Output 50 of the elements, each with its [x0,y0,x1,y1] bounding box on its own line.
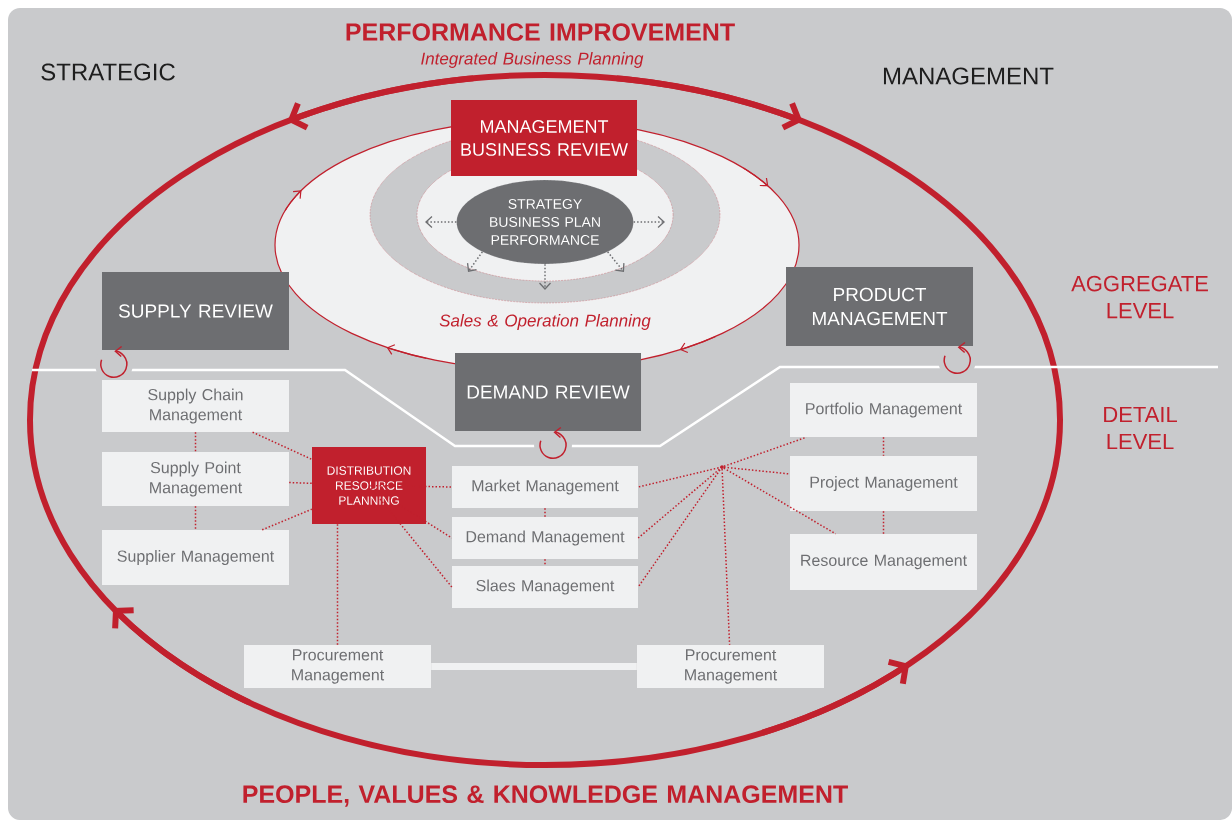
connector-band [431,663,637,670]
process-box: Portfolio Management [790,383,977,437]
dotted-connector [544,507,546,518]
planning-box: DISTRIBUTION RESOURCE PLANNING [312,447,426,524]
dotted-connector [368,484,453,588]
dotted-connector [723,467,837,535]
process-box: Slaes Management [452,566,638,608]
dotted-connector [336,523,339,646]
arrow [466,251,484,272]
dotted-connector [723,436,808,468]
label-text: PEOPLE, VALUES & KNOWLEDGE MANAGEMENT [243,785,848,807]
dotted-connector [544,558,546,567]
dotted-connector [721,468,731,646]
label-text: PERFORMANCE IMPROVEMENT [346,23,735,41]
title-box: MANAGEMENT BUSINESS REVIEW [451,100,637,176]
process-box: Procurement Management [244,645,431,688]
label-text: Integrated Business Planning [421,52,644,68]
label-text: MANAGEMENT [884,67,1054,85]
label-text: Sales & Operation Planning [439,314,651,330]
label-text: AGGREGATE LEVEL [1071,275,1208,319]
loop-arrow [539,426,567,459]
process-box: Project Management [790,456,977,511]
dotted-connector [882,510,885,535]
label-text: STRATEGIC [41,63,175,81]
loop-arrow [943,341,971,374]
label-text: DETAIL LEVEL [1104,406,1177,450]
arrow [606,251,625,272]
review-box: PRODUCT MANAGEMENT [786,267,973,346]
dotted-connector [194,431,197,453]
dotted-connector [194,505,197,531]
review-box: SUPPLY REVIEW [102,272,289,350]
dotted-connector [882,436,885,457]
process-box: Supply Chain Management [102,380,289,432]
process-box: Resource Management [790,534,977,590]
dotted-connector [637,466,723,588]
process-box: Market Management [452,466,638,508]
arrow [538,263,552,290]
loop-arrow [100,345,128,378]
process-box: Demand Management [452,517,638,559]
process-box: Supplier Management [102,530,289,585]
dotted-connector [637,466,723,539]
process-box: Supply Point Management [102,452,289,506]
arrow [425,215,458,229]
process-box: Procurement Management [637,645,824,688]
dotted-connector [288,481,313,485]
arrow [632,215,665,229]
review-box: DEMAND REVIEW [455,353,641,431]
dotted-connector [261,508,313,531]
dotted-connector [723,466,791,475]
dotted-connector [251,431,313,461]
